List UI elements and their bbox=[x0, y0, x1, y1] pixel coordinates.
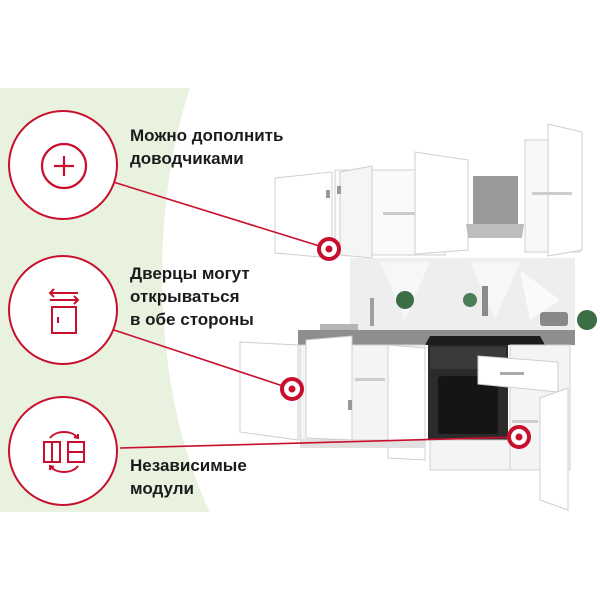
door-swing-icon bbox=[48, 288, 80, 334]
callout-doors bbox=[8, 255, 118, 365]
callout-modules bbox=[8, 396, 118, 506]
modules-swap-icon bbox=[43, 431, 85, 473]
callout-closers bbox=[8, 110, 118, 220]
plus-circle-icon bbox=[40, 142, 88, 190]
feature-label-modules: Независимые модули bbox=[130, 456, 247, 498]
feature-label-closers: Можно дополнить доводчиками bbox=[130, 126, 284, 168]
feature-label-doors: Дверцы могут открываться в обе стороны bbox=[130, 264, 254, 329]
